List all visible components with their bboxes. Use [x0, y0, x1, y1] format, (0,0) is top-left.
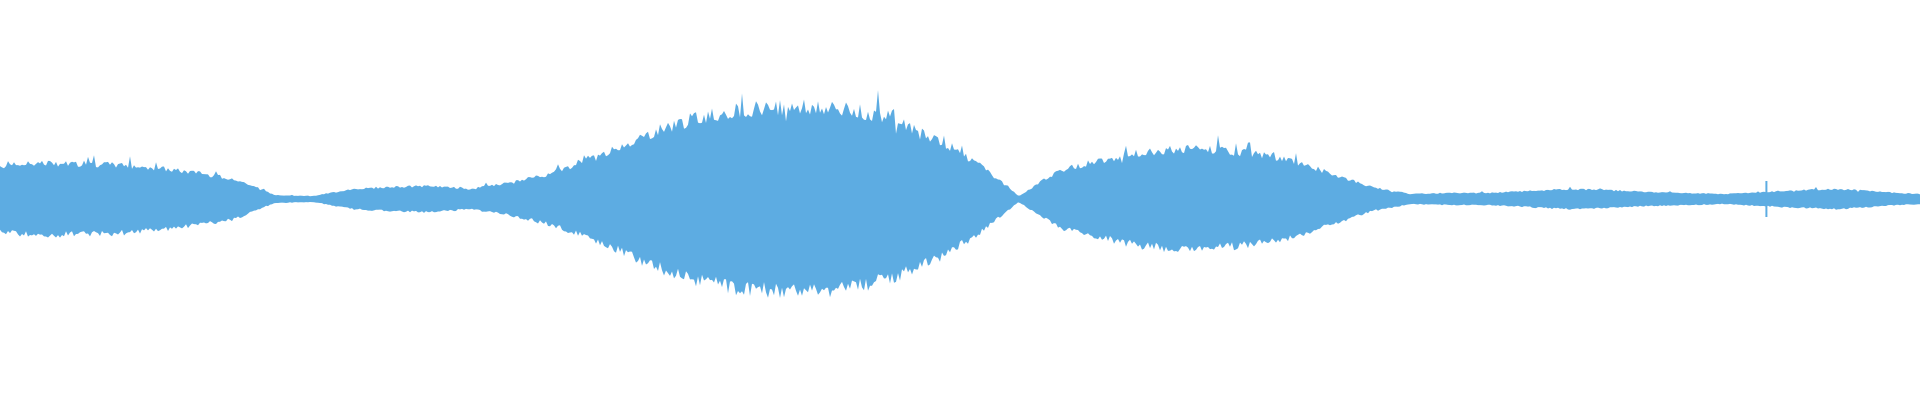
waveform-body — [0, 90, 1920, 298]
